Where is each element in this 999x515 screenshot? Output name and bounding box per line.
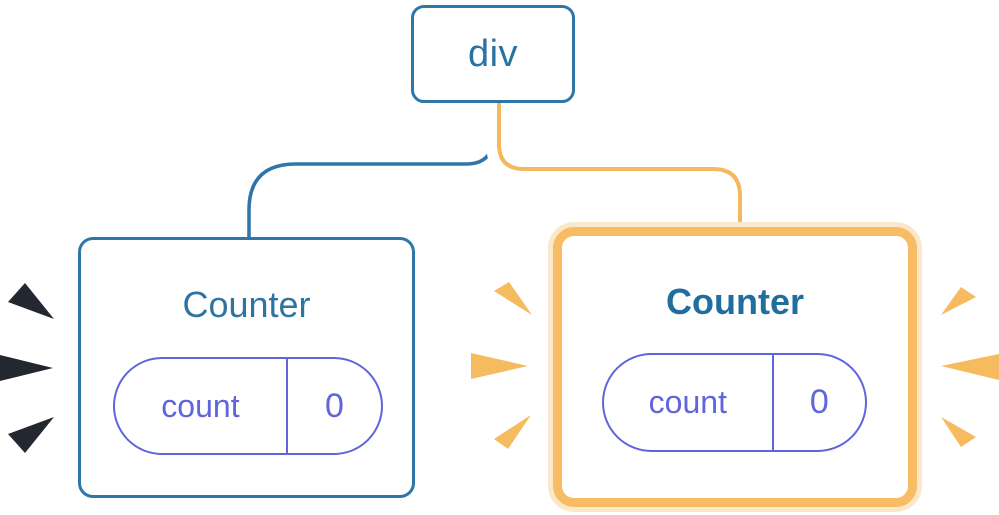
spark-ray-icon [0, 355, 53, 381]
spark-ray-icon [941, 287, 976, 315]
spark-rays-right [941, 287, 999, 447]
spark-rays-inner [471, 282, 532, 449]
counter-node-left: Counter count 0 [78, 237, 415, 498]
highlight-connector-casing [486, 101, 753, 228]
state-value: 0 [809, 383, 829, 421]
state-pill: count 0 [113, 357, 383, 455]
counter-node-right: Counter count 0 [553, 227, 917, 507]
spark-ray-icon [941, 417, 976, 447]
spark-ray-icon [8, 283, 54, 319]
state-key: count [115, 359, 288, 453]
state-pill: count 0 [602, 353, 867, 452]
root-node-label: div [467, 32, 519, 75]
state-value: 0 [324, 386, 344, 425]
spark-ray-icon [494, 415, 531, 449]
state-key: count [604, 355, 774, 450]
spark-rays-left [0, 283, 54, 453]
spark-ray-icon [494, 282, 532, 315]
spark-ray-icon [941, 354, 999, 380]
root-node: div [411, 5, 575, 103]
counter-label: Counter [666, 281, 804, 322]
counter-label: Counter [182, 284, 311, 325]
highlight-connector-line [497, 101, 742, 228]
blue-connector-line [247, 101, 495, 240]
spark-ray-icon [8, 417, 54, 453]
spark-ray-icon [471, 353, 528, 379]
